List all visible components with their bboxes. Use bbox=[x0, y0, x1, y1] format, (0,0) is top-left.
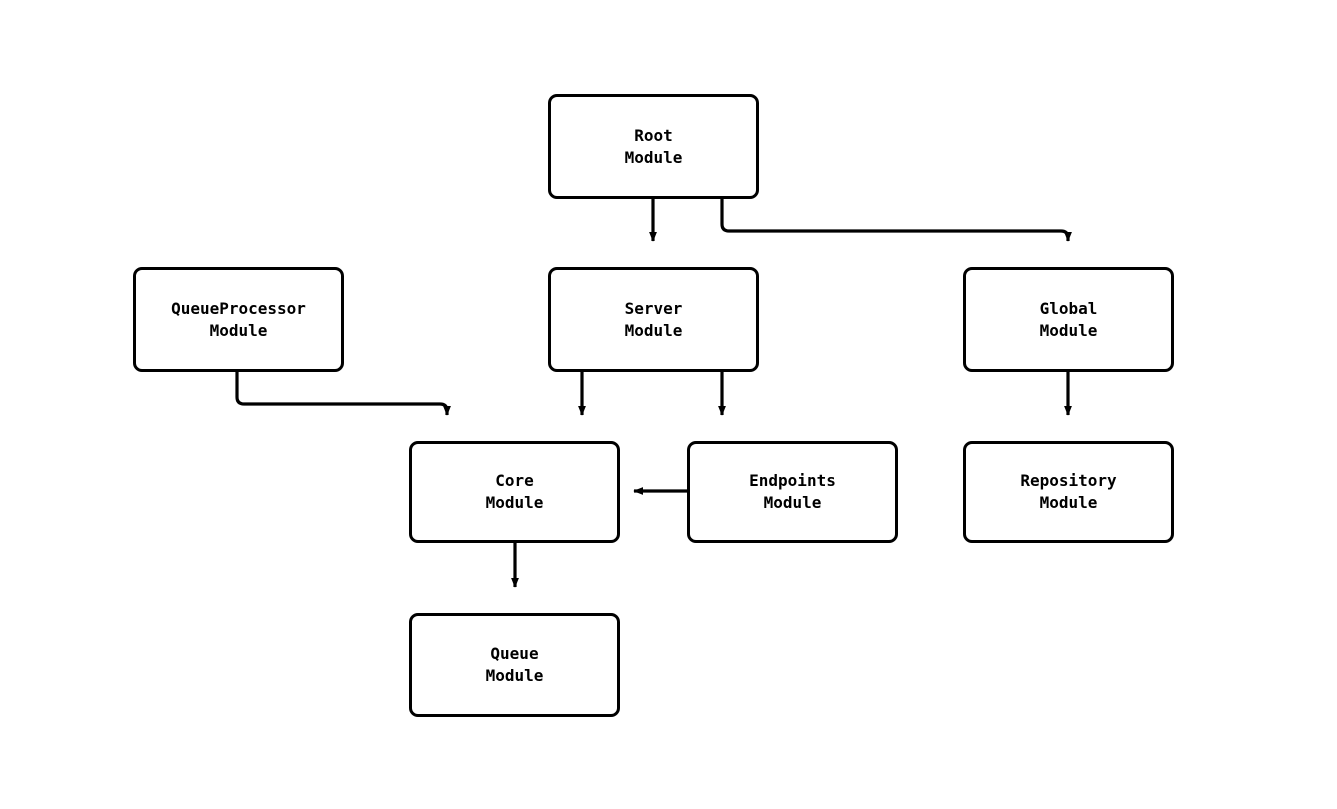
node-core-module[interactable]: Core Module bbox=[409, 441, 620, 543]
node-queueprocessor-module[interactable]: QueueProcessor Module bbox=[133, 267, 344, 372]
node-server-module-label: Server Module bbox=[624, 298, 683, 340]
node-core-module-label: Core Module bbox=[485, 471, 544, 512]
node-repository-module-label: Repository Module bbox=[1020, 471, 1117, 512]
node-root-module-label: Root Module bbox=[624, 125, 683, 167]
edge-queueprocessor-to-core bbox=[235, 372, 451, 416]
node-global-module[interactable]: Global Module bbox=[963, 267, 1174, 372]
node-queueprocessor-module-label: QueueProcessor Module bbox=[171, 298, 306, 340]
edge-root-to-global bbox=[720, 199, 1072, 242]
node-global-module-label: Global Module bbox=[1039, 298, 1098, 340]
node-endpoints-module[interactable]: Endpoints Module bbox=[687, 441, 898, 543]
node-endpoints-module-label: Endpoints Module bbox=[749, 471, 836, 512]
node-repository-module[interactable]: Repository Module bbox=[963, 441, 1174, 543]
node-queue-module-label: Queue Module bbox=[485, 644, 544, 685]
node-queue-module[interactable]: Queue Module bbox=[409, 613, 620, 717]
node-root-module[interactable]: Root Module bbox=[548, 94, 759, 199]
node-server-module[interactable]: Server Module bbox=[548, 267, 759, 372]
